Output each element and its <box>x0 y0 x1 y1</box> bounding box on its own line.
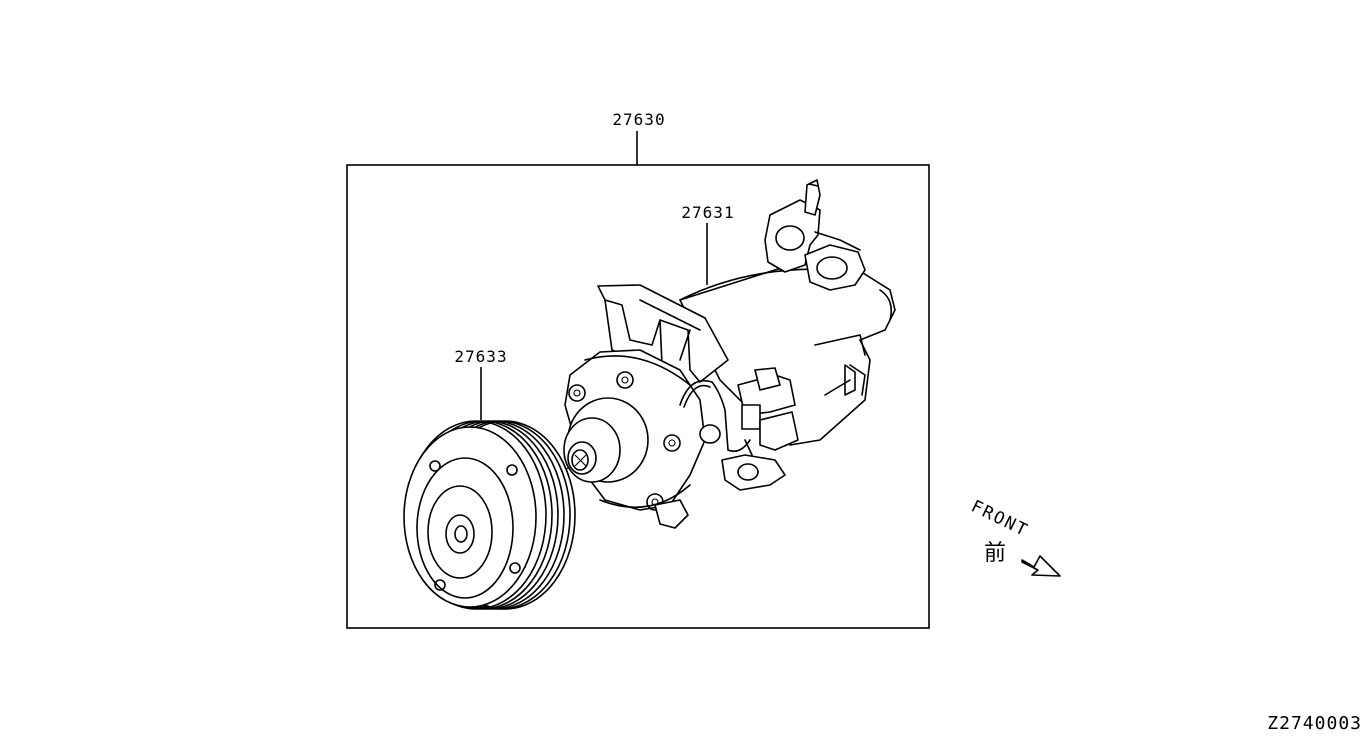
clutch-pulley-illustration[interactable] <box>403 420 576 610</box>
front-kanji: 前 <box>984 541 1006 566</box>
callout-27630[interactable]: 27630 <box>612 110 665 129</box>
compressor-illustration[interactable] <box>563 179 896 529</box>
assembly-frame <box>346 164 930 629</box>
front-direction-indicator: FRONT 前 <box>968 497 1061 577</box>
callout-27631[interactable]: 27631 <box>681 203 734 222</box>
callout-27633[interactable]: 27633 <box>454 347 507 366</box>
front-arrow-icon <box>1021 555 1061 577</box>
front-label: FRONT <box>968 497 1032 542</box>
figure-id: Z2740003 <box>1267 713 1362 734</box>
